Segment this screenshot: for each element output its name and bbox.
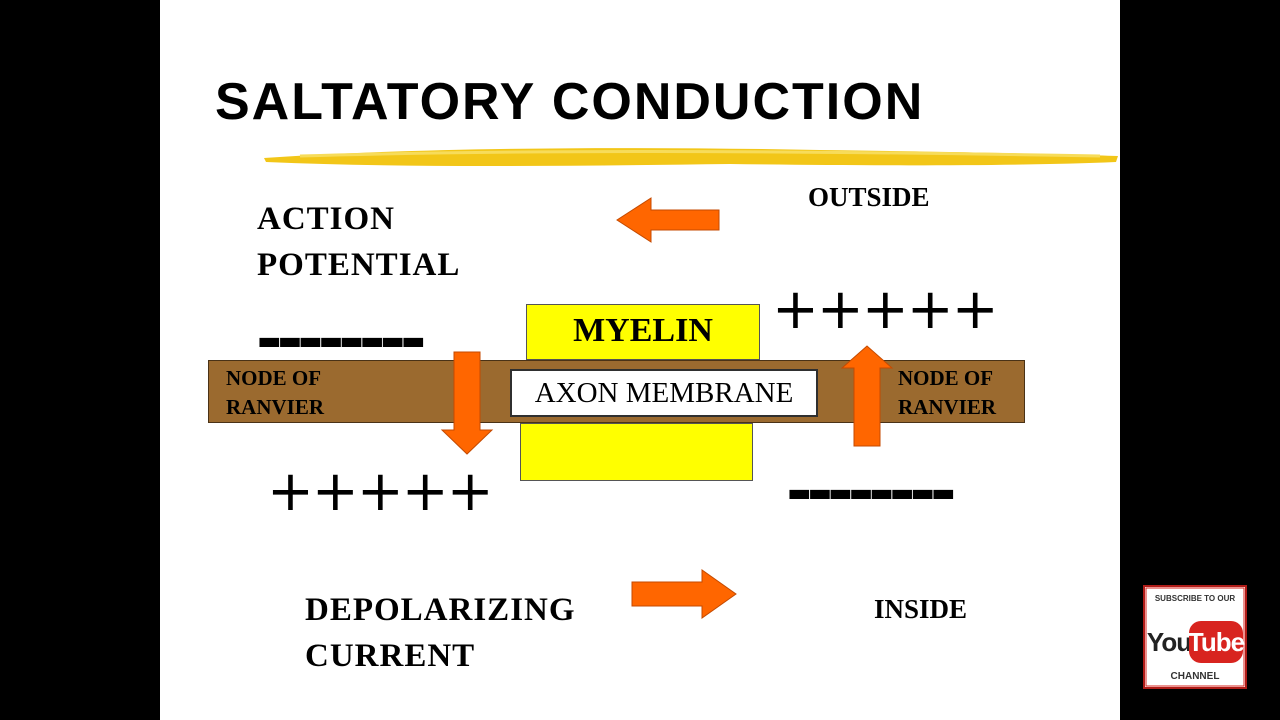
outside-label: OUTSIDE [808, 182, 930, 212]
badge-channel-text: CHANNEL [1171, 671, 1220, 682]
badge-tube-background [1189, 621, 1243, 663]
right-arrow-icon [631, 569, 737, 619]
title-underline-brushstroke [264, 148, 1118, 166]
axon-membrane-label: AXON MEMBRANE [510, 369, 818, 417]
positive-charges-bottom-left: +++++ [267, 459, 494, 524]
down-arrow-icon [440, 351, 494, 455]
youtube-subscribe-badge[interactable]: SUBSCRIBE TO OUR You Tube CHANNEL [1143, 585, 1247, 689]
myelin-label: MYELIN [573, 312, 713, 349]
slide-title: SALTATORY CONDUCTION [215, 73, 925, 131]
negative-charges-bottom-right: -------- [786, 455, 956, 529]
badge-tube-text: Tube [1188, 627, 1245, 657]
badge-you-text: You [1147, 627, 1191, 657]
node-of-ranvier-right-label: NODE OF RANVIER [898, 366, 997, 419]
up-arrow-icon [840, 345, 894, 447]
myelin-sheath-top [526, 304, 760, 360]
positive-charges-top-right: +++++ [772, 277, 999, 342]
left-arrow-icon [616, 197, 720, 243]
node-of-ranvier-left-label: NODE OF RANVIER [226, 366, 325, 419]
slide: SALTATORY CONDUCTION ACTION POTENTIAL OU… [160, 0, 1120, 720]
inside-label: INSIDE [874, 594, 968, 624]
myelin-sheath-bottom [520, 423, 753, 481]
depolarizing-current-label-line2: CURRENT [305, 638, 476, 674]
action-potential-label-line2: POTENTIAL [257, 247, 461, 283]
action-potential-label-line1: ACTION [257, 201, 396, 237]
depolarizing-current-label-line1: DEPOLARIZING [305, 592, 576, 628]
badge-subscribe-text: SUBSCRIBE TO OUR [1155, 594, 1236, 603]
